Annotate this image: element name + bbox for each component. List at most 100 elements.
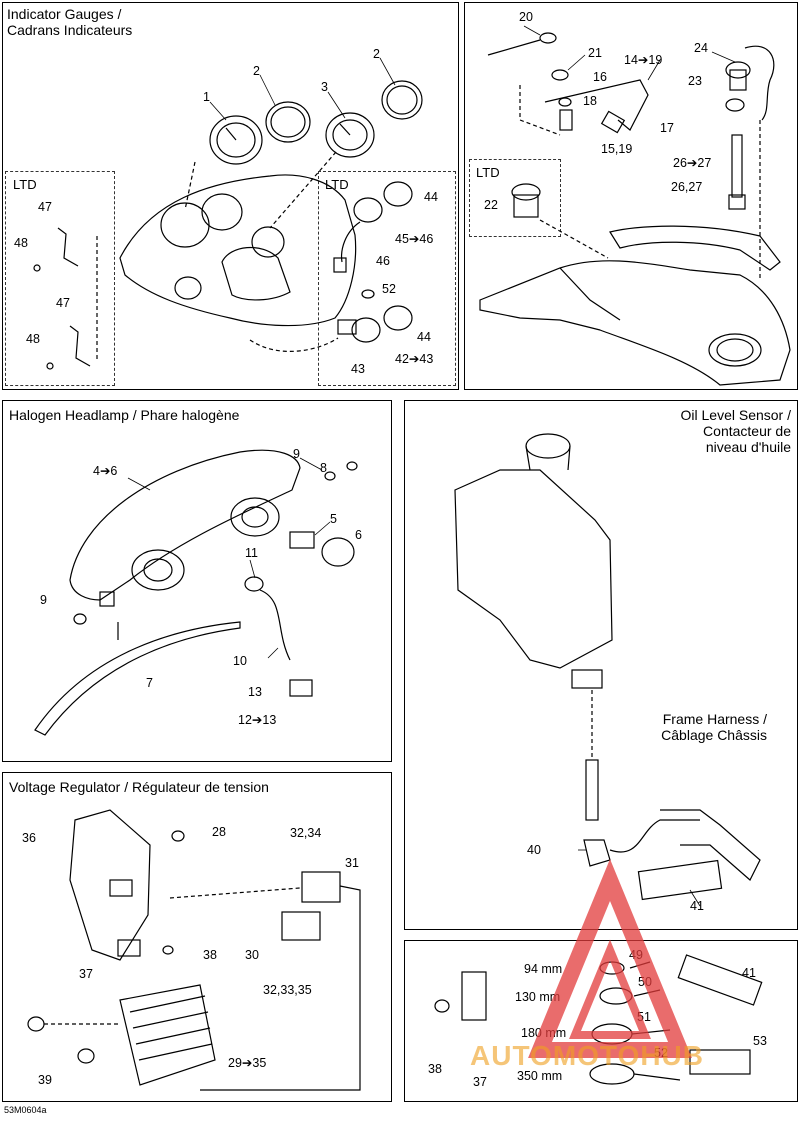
oil-level-sensor-panel: Oil Level Sensor / Contacteur de niveau … (404, 400, 798, 930)
callout-head-7: 10 (233, 654, 247, 668)
callout-volt-6: 38 (203, 948, 217, 962)
callout-head-0: 8 (320, 461, 327, 475)
callout-volt-0: 36 (22, 831, 36, 845)
callout-top-1: 21 (588, 46, 602, 60)
indicator-gauges-panel: Indicator Gauges / Cadrans Indicateurs L… (2, 2, 459, 390)
drawing-code: 53M0604a (4, 1105, 47, 1115)
callout-top-11: 22 (484, 198, 498, 212)
callout-head-9: 13 (248, 685, 262, 699)
callout-volt-5: 32,33,35 (263, 983, 312, 997)
callout-tie-2: 130 mm (515, 990, 561, 1004)
callout-tie-4: 180 mm (521, 1026, 567, 1040)
headlamp-trim-strip (34, 621, 241, 736)
watermark-text: AUTOMOTOHUB (470, 1040, 704, 1071)
panel-title-line1: Indicator Gauges / (7, 6, 122, 22)
callout-head-1: 9 (293, 447, 300, 461)
callout-gauges-10: 46 (376, 254, 390, 268)
callout-tie-10: 38 (428, 1062, 442, 1076)
instrument-console (119, 151, 357, 327)
callout-top-7: 24 (694, 41, 708, 55)
callout-tie-6: 350 mm (517, 1069, 563, 1083)
panel-title-line2: Contacteur de (703, 423, 791, 439)
callout-head-3: 5 (330, 512, 337, 526)
callout-gauges-5: 48 (14, 236, 28, 250)
halogen-headlamp-panel: Halogen Headlamp / Phare halogène (2, 400, 392, 762)
frame-harness (637, 809, 761, 901)
callout-tie-8: 53 (753, 1034, 767, 1048)
callout-volt-1: 28 (212, 825, 226, 839)
voltage-regulator-panel: Voltage Regulator / Régulateur de tensio… (2, 772, 392, 1102)
callout-gauges-9: 45➔46 (395, 232, 434, 246)
callout-gauges-1: 2 (253, 64, 260, 78)
callout-oil-1: 41 (690, 899, 704, 913)
callout-top-5: 17 (660, 121, 674, 135)
panel-title-line1: Oil Level Sensor / (680, 407, 792, 423)
ltd-box (469, 159, 561, 237)
oil-tank (454, 433, 613, 689)
ltd-label-right: LTD (325, 177, 349, 192)
regulator-connectors (169, 871, 361, 1091)
ltd-cap (511, 183, 609, 259)
callout-tie-9: 41 (742, 966, 756, 980)
callout-volt-2: 32,34 (290, 826, 322, 840)
callout-volt-4: 30 (245, 948, 259, 962)
callout-gauges-6: 47 (56, 296, 70, 310)
callout-gauges-11: 52 (382, 282, 396, 296)
frame-harness-label-2: Câblage Châssis (661, 727, 767, 743)
frame-harness-label-1: Frame Harness / (662, 711, 767, 727)
ltd-indicators-right (249, 181, 413, 352)
callout-head-4: 6 (355, 528, 362, 542)
callout-tie-1: 49 (629, 948, 643, 962)
callout-gauges-2: 3 (321, 80, 328, 94)
callout-top-8: 23 (688, 74, 702, 88)
ltd-label: LTD (476, 165, 500, 180)
callout-volt-3: 31 (345, 856, 359, 870)
panel-title: Halogen Headlamp / Phare halogène (9, 407, 240, 423)
headlamp-vent-hose (244, 576, 313, 697)
callout-tie-3: 50 (638, 975, 652, 989)
ltd-box-right (318, 171, 456, 386)
headlamp-bulb-cap (73, 461, 358, 625)
fuel-cap-sensor (487, 32, 573, 136)
speedometer-gauge (209, 115, 263, 165)
callout-gauges-13: 42➔43 (395, 352, 434, 366)
callout-gauges-7: 48 (26, 332, 40, 346)
callout-top-4: 14➔19 (624, 53, 663, 67)
callout-head-6: 9 (40, 593, 47, 607)
callout-volt-7: 37 (79, 967, 93, 981)
callout-head-8: 7 (146, 676, 153, 690)
callout-head-5: 11 (245, 546, 258, 560)
drain-hose (544, 79, 649, 134)
callout-volt-8: 39 (38, 1073, 52, 1087)
ltd-label-left: LTD (13, 177, 37, 192)
callout-gauges-8: 44 (424, 190, 438, 204)
headlamp-housing (69, 449, 301, 607)
callout-gauges-4: 47 (38, 200, 52, 214)
callout-tie-11: 37 (473, 1075, 487, 1089)
tether-cord-switch (725, 45, 775, 280)
callout-gauges-3: 2 (373, 47, 380, 61)
callout-top-2: 16 (593, 70, 607, 84)
regulator-bracket (69, 809, 185, 961)
panel-title-line2: Cadrans Indicateurs (7, 22, 133, 38)
callout-gauges-14: 43 (351, 362, 365, 376)
gauge-bezel-ring (265, 80, 423, 143)
leader-lines (127, 25, 736, 907)
callout-head-2: 4➔6 (93, 464, 118, 478)
callout-gauges-12: 44 (417, 330, 431, 344)
callout-top-0: 20 (519, 10, 533, 24)
callout-oil-0: 40 (527, 843, 541, 857)
tachometer-gauge (325, 112, 375, 158)
callout-top-10: 26,27 (671, 180, 703, 194)
callout-gauges-0: 1 (203, 90, 210, 104)
callout-top-9: 26➔27 (673, 156, 712, 170)
callout-top-6: 15,19 (601, 142, 633, 156)
storage-compartment (479, 225, 791, 386)
callout-tie-0: 94 mm (524, 962, 563, 976)
callout-head-10: 12➔13 (238, 713, 277, 727)
panel-title-line3: niveau d'huile (705, 439, 791, 455)
callout-tie-5: 51 (637, 1010, 651, 1024)
ltd-box-left (5, 171, 115, 386)
ltd-bracket-left (33, 227, 98, 370)
